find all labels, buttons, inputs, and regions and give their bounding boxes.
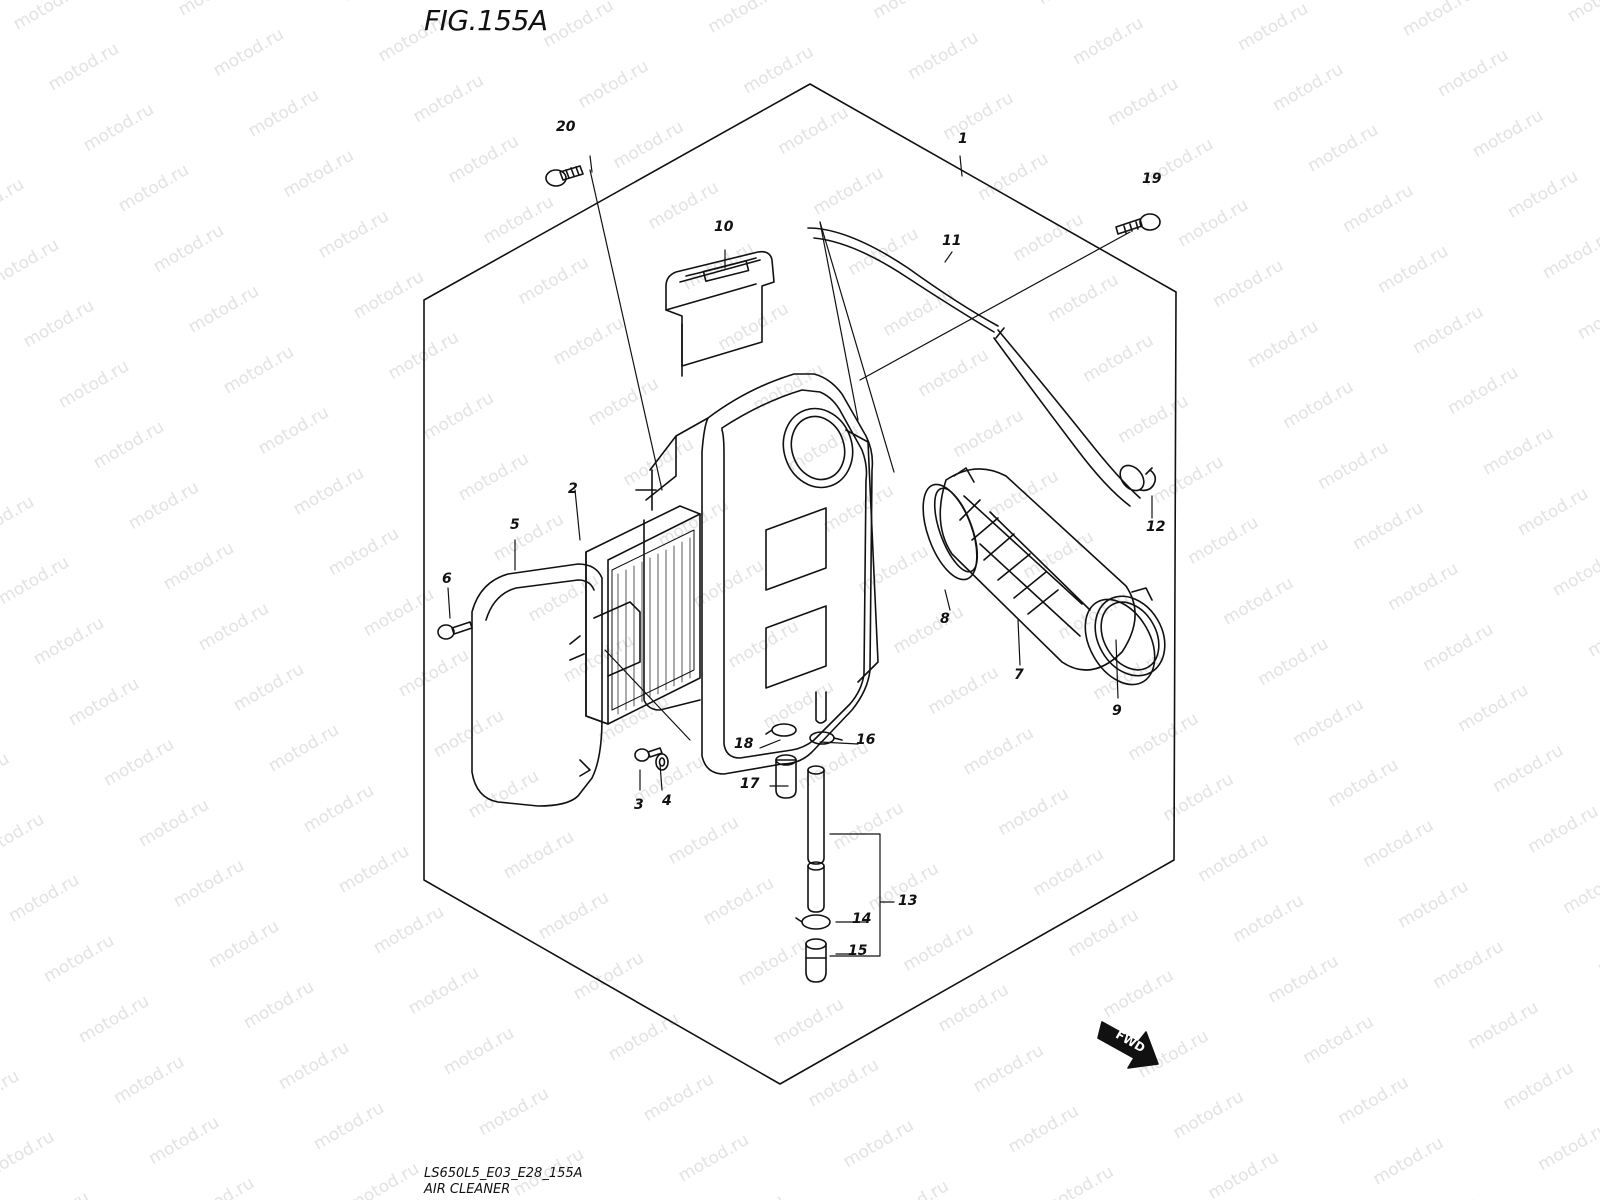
figure-code: LS650L5_E03_E28_155A (424, 1166, 583, 1181)
clamp-16 (809, 731, 843, 745)
intake-duct-10 (665, 250, 775, 377)
callout-18: 18 (734, 736, 754, 752)
fwd-arrow-icon: FWD (1097, 1021, 1159, 1069)
callout-8: 8 (940, 611, 950, 627)
callout-13: 13 (898, 893, 918, 909)
clamp-14 (795, 914, 831, 930)
leader-lines (447, 155, 1153, 957)
callout-2: 2 (568, 481, 578, 497)
clamp-9 (1084, 587, 1156, 686)
callout-14: 14 (852, 911, 872, 927)
clamp-8 (922, 467, 979, 581)
figure-title: FIG.155A (424, 4, 548, 37)
clamp-18 (765, 723, 797, 737)
callout-12: 12 (1146, 519, 1166, 535)
callout-19: 19 (1142, 171, 1162, 187)
drain-hose-13 (807, 765, 825, 913)
callout-20: 20 (556, 119, 576, 135)
clamp-12 (1139, 467, 1157, 492)
callout-16: 16 (856, 732, 876, 748)
screw-6 (437, 621, 473, 640)
cover-5 (471, 563, 641, 807)
washer-4 (655, 753, 669, 771)
air-filter-element-2 (585, 505, 701, 725)
callout-6: 6 (442, 571, 452, 587)
callout-7: 7 (1014, 667, 1024, 683)
assembly-frame (423, 83, 1177, 1085)
intake-tube-7 (939, 468, 1166, 677)
callout-15: 15 (848, 943, 868, 959)
plug-17 (775, 754, 797, 799)
screw-19 (1115, 213, 1161, 235)
callout-3: 3 (634, 797, 644, 813)
screw-3 (634, 747, 663, 762)
figure-name: AIR CLEANER (424, 1182, 511, 1197)
breather-hose-11 (807, 227, 1145, 507)
callout-10: 10 (714, 219, 734, 235)
callout-4: 4 (662, 793, 672, 809)
plug-15 (805, 938, 827, 983)
callout-1: 1 (958, 131, 968, 147)
callout-5: 5 (510, 517, 520, 533)
callout-17: 17 (740, 776, 760, 792)
screw-20 (545, 165, 584, 187)
callout-9: 9 (1112, 703, 1122, 719)
air-cleaner-case (635, 373, 879, 775)
callout-11: 11 (942, 233, 962, 249)
